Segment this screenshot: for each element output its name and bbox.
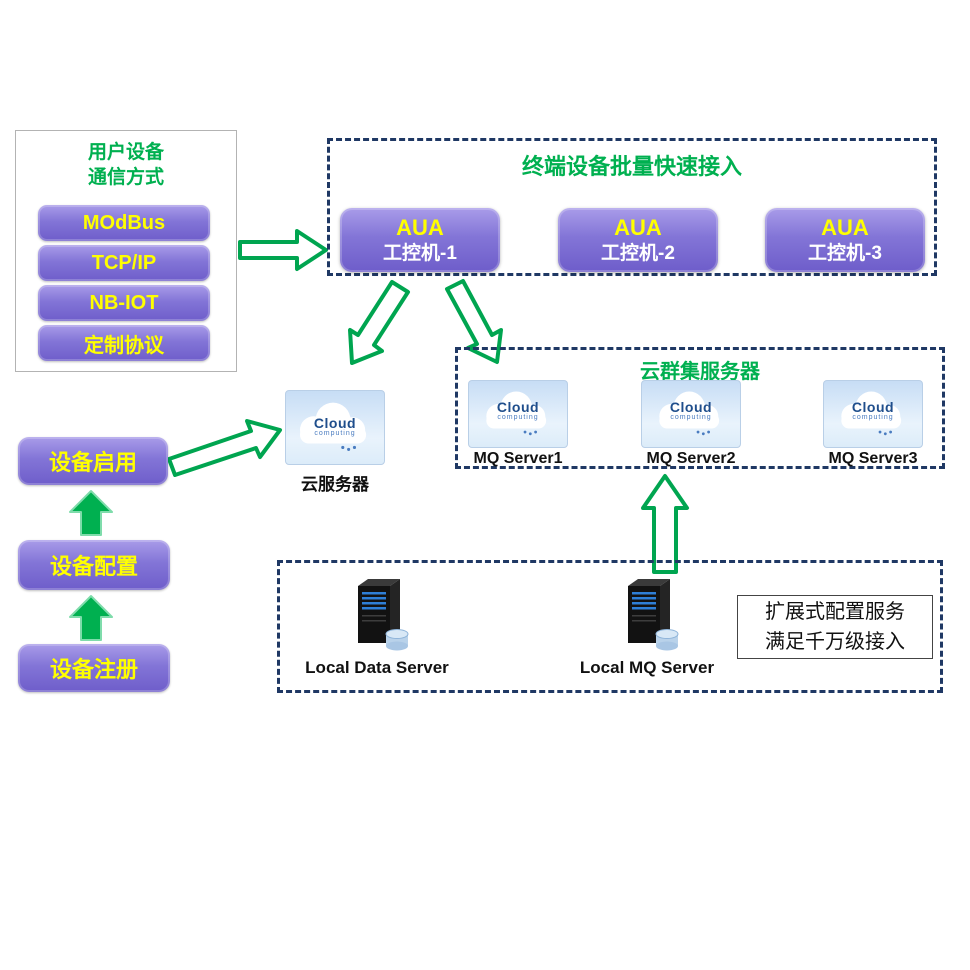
scale-note-line1: 扩展式配置服务 [765,601,905,623]
aua-node-2-sub: 工控机-2 [601,242,675,264]
cloud-server-label: 云服务器 [301,475,369,494]
cloud-word: Cloud [313,415,357,431]
server-tower-icon [358,579,409,651]
aua-node-1: AUA 工控机-1 [340,208,500,272]
device-step-register: 设备注册 [18,644,170,692]
mq-cloud-2-text: Cloud computing [642,381,740,447]
protocol-pill-modbus: MOdBus [38,205,210,241]
user-device-box-title-line2: 通信方式 [87,166,164,188]
cloud-server-icon-text: Cloud computing [286,391,384,464]
local-data-server-icon [342,576,412,654]
aua-node-1-sub: 工控机-1 [383,242,457,264]
arrow-localmq-to-mq2 [641,474,689,574]
cloud-word: Cloud [851,399,895,415]
local-servers-box [277,560,943,693]
local-mq-server-icon [612,576,682,654]
cloud-shape-icon [299,402,367,451]
user-device-box-title-line1: 用户设备 [87,142,164,163]
cloud-shape-icon [659,391,720,436]
terminal-access-box: 终端设备批量快速接入 [327,138,937,276]
mq-server-label-3: MQ Server3 [828,450,918,467]
computing-word: computing [314,430,356,437]
scale-note-line2: 满足千万级接入 [765,631,905,653]
protocol-pill-tcpip: TCP/IP [38,245,210,281]
aua-node-3-name: AUA [821,215,869,241]
terminal-access-box-title: 终端设备批量快速接入 [521,154,742,179]
local-data-server-label: Local Data Server [305,658,449,677]
aua-node-3-sub: 工控机-3 [808,242,882,264]
server-tower-icon [628,579,679,651]
mq-cloud-2: Cloud computing [641,380,741,448]
device-step-enable: 设备启用 [18,437,168,485]
cloud-word: Cloud [496,399,540,415]
cloud-server-icon: Cloud computing [285,390,385,465]
local-mq-server-label: Local MQ Server [579,658,715,677]
cloud-shape-icon [841,391,902,436]
device-step-configure: 设备配置 [18,540,170,590]
mq-server-label-1: MQ Server1 [473,450,563,467]
arrow-configure-to-enable [69,490,113,536]
protocol-pill-custom: 定制协议 [38,325,210,361]
computing-word: computing [852,414,894,421]
arrow-aua1-to-cloud-server [348,280,410,365]
mq-cloud-3-text: Cloud computing [824,381,922,447]
mq-cloud-3: Cloud computing [823,380,923,448]
protocol-pill-nbiot: NB-IOT [38,285,210,321]
aua-node-2-name: AUA [614,215,662,241]
mq-cloud-1-text: Cloud computing [469,381,567,447]
arrow-enable-to-cloud-server [167,419,282,477]
cloud-cluster-box: 云群集服务器 [455,347,945,469]
cloud-word: Cloud [669,399,713,415]
mq-server-label-2: MQ Server2 [646,450,736,467]
cloud-cluster-box-title: 云群集服务器 [640,361,760,383]
user-device-box-title: 用户设备 通信方式 [16,141,236,190]
computing-word: computing [497,414,539,421]
aua-node-2: AUA 工控机-2 [558,208,718,272]
mq-cloud-1: Cloud computing [468,380,568,448]
arrow-protocols-to-terminal [238,229,328,271]
cloud-shape-icon [486,391,547,436]
arrow-register-to-configure [69,595,113,641]
aua-node-3: AUA 工控机-3 [765,208,925,272]
scale-note-box: 扩展式配置服务 满足千万级接入 [737,595,933,659]
aua-node-1-name: AUA [396,215,444,241]
computing-word: computing [670,414,712,421]
